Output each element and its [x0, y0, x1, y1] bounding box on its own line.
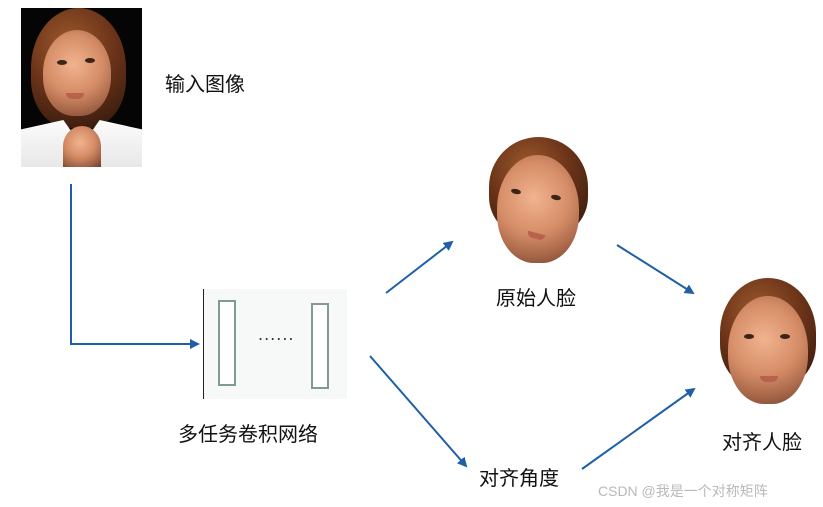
input-image-photo	[21, 8, 142, 167]
arrow-align-angle-to-aligned-face	[581, 387, 696, 470]
arrow-original-face-to-aligned-face	[616, 244, 695, 295]
network-block: ......	[203, 289, 347, 399]
aligned-face-label: 对齐人脸	[722, 430, 802, 454]
aligned-face-photo	[718, 278, 816, 411]
network-ellipsis: ......	[258, 325, 295, 344]
original-face-label: 原始人脸	[496, 286, 576, 310]
original-face-photo	[489, 137, 588, 268]
arrow-input-to-network	[70, 184, 200, 349]
network-layer-last	[311, 303, 329, 389]
csdn-watermark: CSDN @我是一个对称矩阵	[598, 483, 768, 499]
network-layer-first	[218, 300, 236, 386]
arrow-network-to-align-angle	[369, 355, 468, 468]
arrow-network-to-original-face	[385, 240, 454, 294]
align-angle-label: 对齐角度	[479, 466, 559, 490]
input-image-label: 输入图像	[165, 72, 245, 96]
network-left-edge	[203, 289, 204, 399]
network-label: 多任务卷积网络	[178, 422, 318, 446]
